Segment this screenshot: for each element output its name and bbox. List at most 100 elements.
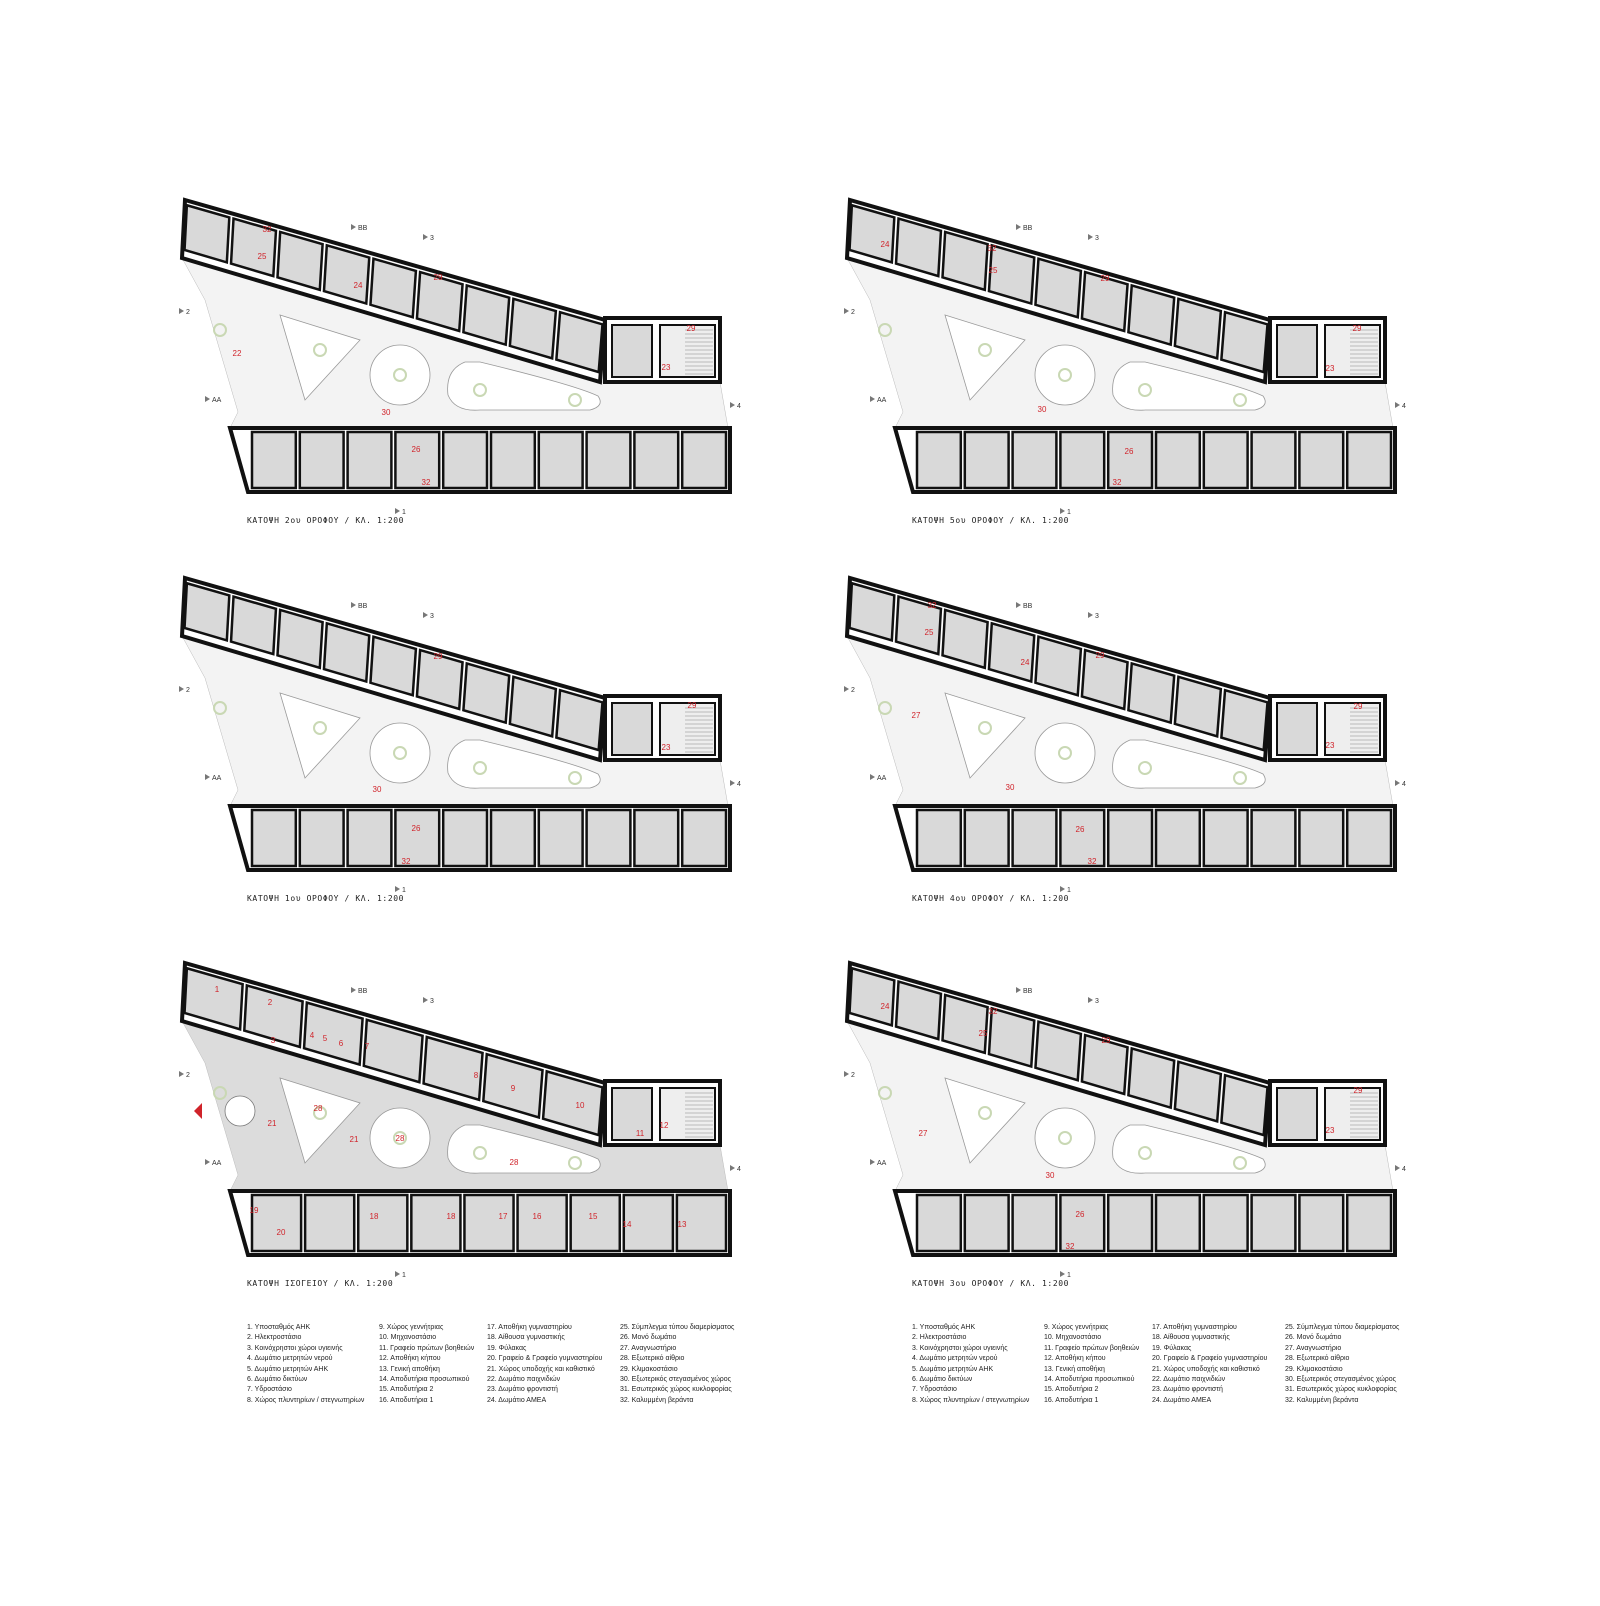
room-unit [1202, 1193, 1249, 1253]
section-arrow-icon [1088, 612, 1093, 618]
planting-icon [1138, 761, 1152, 775]
section-arrow-icon [1060, 1271, 1065, 1277]
revolving-door [224, 1095, 256, 1127]
planting-icon [878, 701, 892, 715]
service-room [463, 1193, 515, 1253]
room-number-label: 25 [258, 252, 267, 261]
section-4-marker: 4 [1402, 781, 1406, 788]
planting-icon [473, 761, 487, 775]
room-unit [1250, 1193, 1297, 1253]
room-unit [462, 661, 511, 725]
room-unit [915, 808, 963, 868]
section-arrow-icon [179, 686, 184, 692]
planting-icon [978, 1106, 992, 1120]
triangular-atrium [944, 1077, 1026, 1164]
legend-item: 21. Χώρος υποδοχής και καθιστικό [487, 1365, 595, 1373]
room-unit [1345, 808, 1393, 868]
room-unit [346, 430, 393, 490]
room-number-label: 23 [1326, 741, 1335, 750]
legend-item: 10. Μηχανοστάσιο [379, 1334, 437, 1342]
service-room [183, 966, 244, 1031]
room-number-label: 28 [396, 1134, 405, 1143]
service-room [250, 1193, 303, 1253]
room-unit [1106, 430, 1154, 490]
room-number-label: 9 [511, 1084, 516, 1093]
planting-icon [1058, 746, 1072, 760]
room-unit [848, 966, 896, 1028]
room-unit [987, 1006, 1036, 1069]
legend-item: 2. Ηλεκτροστάσιο [247, 1334, 302, 1342]
legend-item: 20. Γραφείο & Γραφείο γυμναστηρίου [487, 1355, 603, 1363]
room-unit [298, 808, 345, 868]
legend-item: 12. Αποθήκη κήπου [1044, 1355, 1106, 1363]
legend-item: 28. Εξωτερικό αίθριο [1285, 1355, 1350, 1363]
legend-item: 27. Αναγνωστήριο [620, 1344, 677, 1352]
room-number-label: 27 [919, 1129, 928, 1138]
room-number-label: 7 [365, 1042, 370, 1051]
room-unit [415, 648, 464, 711]
section-3-marker: 3 [1095, 235, 1099, 242]
section-aa-marker: AA [212, 775, 222, 782]
rounded-atrium [1112, 361, 1266, 411]
section-arrow-icon [730, 780, 735, 786]
room-unit [489, 430, 537, 490]
room-unit [894, 594, 943, 656]
room-unit [633, 430, 680, 490]
section-arrow-icon [730, 402, 735, 408]
legend-item: 21. Χώρος υποδοχής και καθιστικό [1152, 1365, 1260, 1373]
planting-icon [1138, 1146, 1152, 1160]
planting-icon [393, 368, 407, 382]
section-2-marker: 2 [186, 1072, 190, 1079]
section-aa-marker: AA [877, 1160, 887, 1167]
legend-item: 23. Δωμάτιο φροντιστή [1152, 1386, 1223, 1394]
legend-item: 32. Καλυμμένη βεράντα [620, 1396, 694, 1404]
section-arrow-icon [1016, 987, 1021, 993]
room-number-label: 21 [268, 1119, 277, 1128]
section-arrow-icon [870, 774, 875, 780]
legend-item: 1. Υποσταθμός ΑΗΚ [912, 1324, 976, 1331]
section-4-marker: 4 [737, 1166, 741, 1173]
section-4-marker: 4 [1402, 403, 1406, 410]
section-arrow-icon [351, 987, 356, 993]
room-unit [1034, 1020, 1083, 1082]
rounded-atrium [447, 739, 601, 789]
room-number-label: 26 [1076, 825, 1085, 834]
section-2-marker: 2 [186, 687, 190, 694]
room-number-label: 19 [250, 1206, 259, 1215]
legend-item: 5. Δωμάτιο μετρητών ΑΗΚ [912, 1365, 994, 1373]
section-arrow-icon [423, 612, 428, 618]
room-unit [1080, 270, 1129, 333]
room-number-label: 16 [533, 1212, 542, 1221]
service-room [422, 1035, 484, 1102]
planting-icon [213, 701, 227, 715]
room-unit [680, 430, 728, 490]
room-unit [250, 430, 298, 490]
room-number-label: 26 [1125, 447, 1134, 456]
section-arrow-icon [1016, 602, 1021, 608]
room-number-label: 23 [662, 743, 671, 752]
room-unit [1059, 808, 1106, 868]
room-number-label: 24 [881, 1002, 890, 1011]
room-number-label: 25 [925, 628, 934, 637]
planting-icon [1058, 368, 1072, 382]
room-unit [1011, 430, 1058, 490]
section-arrow-icon [395, 886, 400, 892]
room-unit [250, 808, 298, 868]
circular-atrium [1034, 722, 1096, 784]
staircase [1324, 702, 1381, 756]
room-unit [1202, 430, 1249, 490]
legend-item: 25. Σύμπλεγμα τύπου διαμερίσματος [620, 1324, 735, 1331]
room-number-label: 32 [1113, 478, 1122, 487]
room-unit [1220, 1073, 1269, 1137]
room-number-label: 32 [989, 1007, 998, 1016]
triangular-atrium [279, 1077, 361, 1164]
room-number-label: 14 [623, 1220, 632, 1229]
room-unit [894, 216, 943, 278]
